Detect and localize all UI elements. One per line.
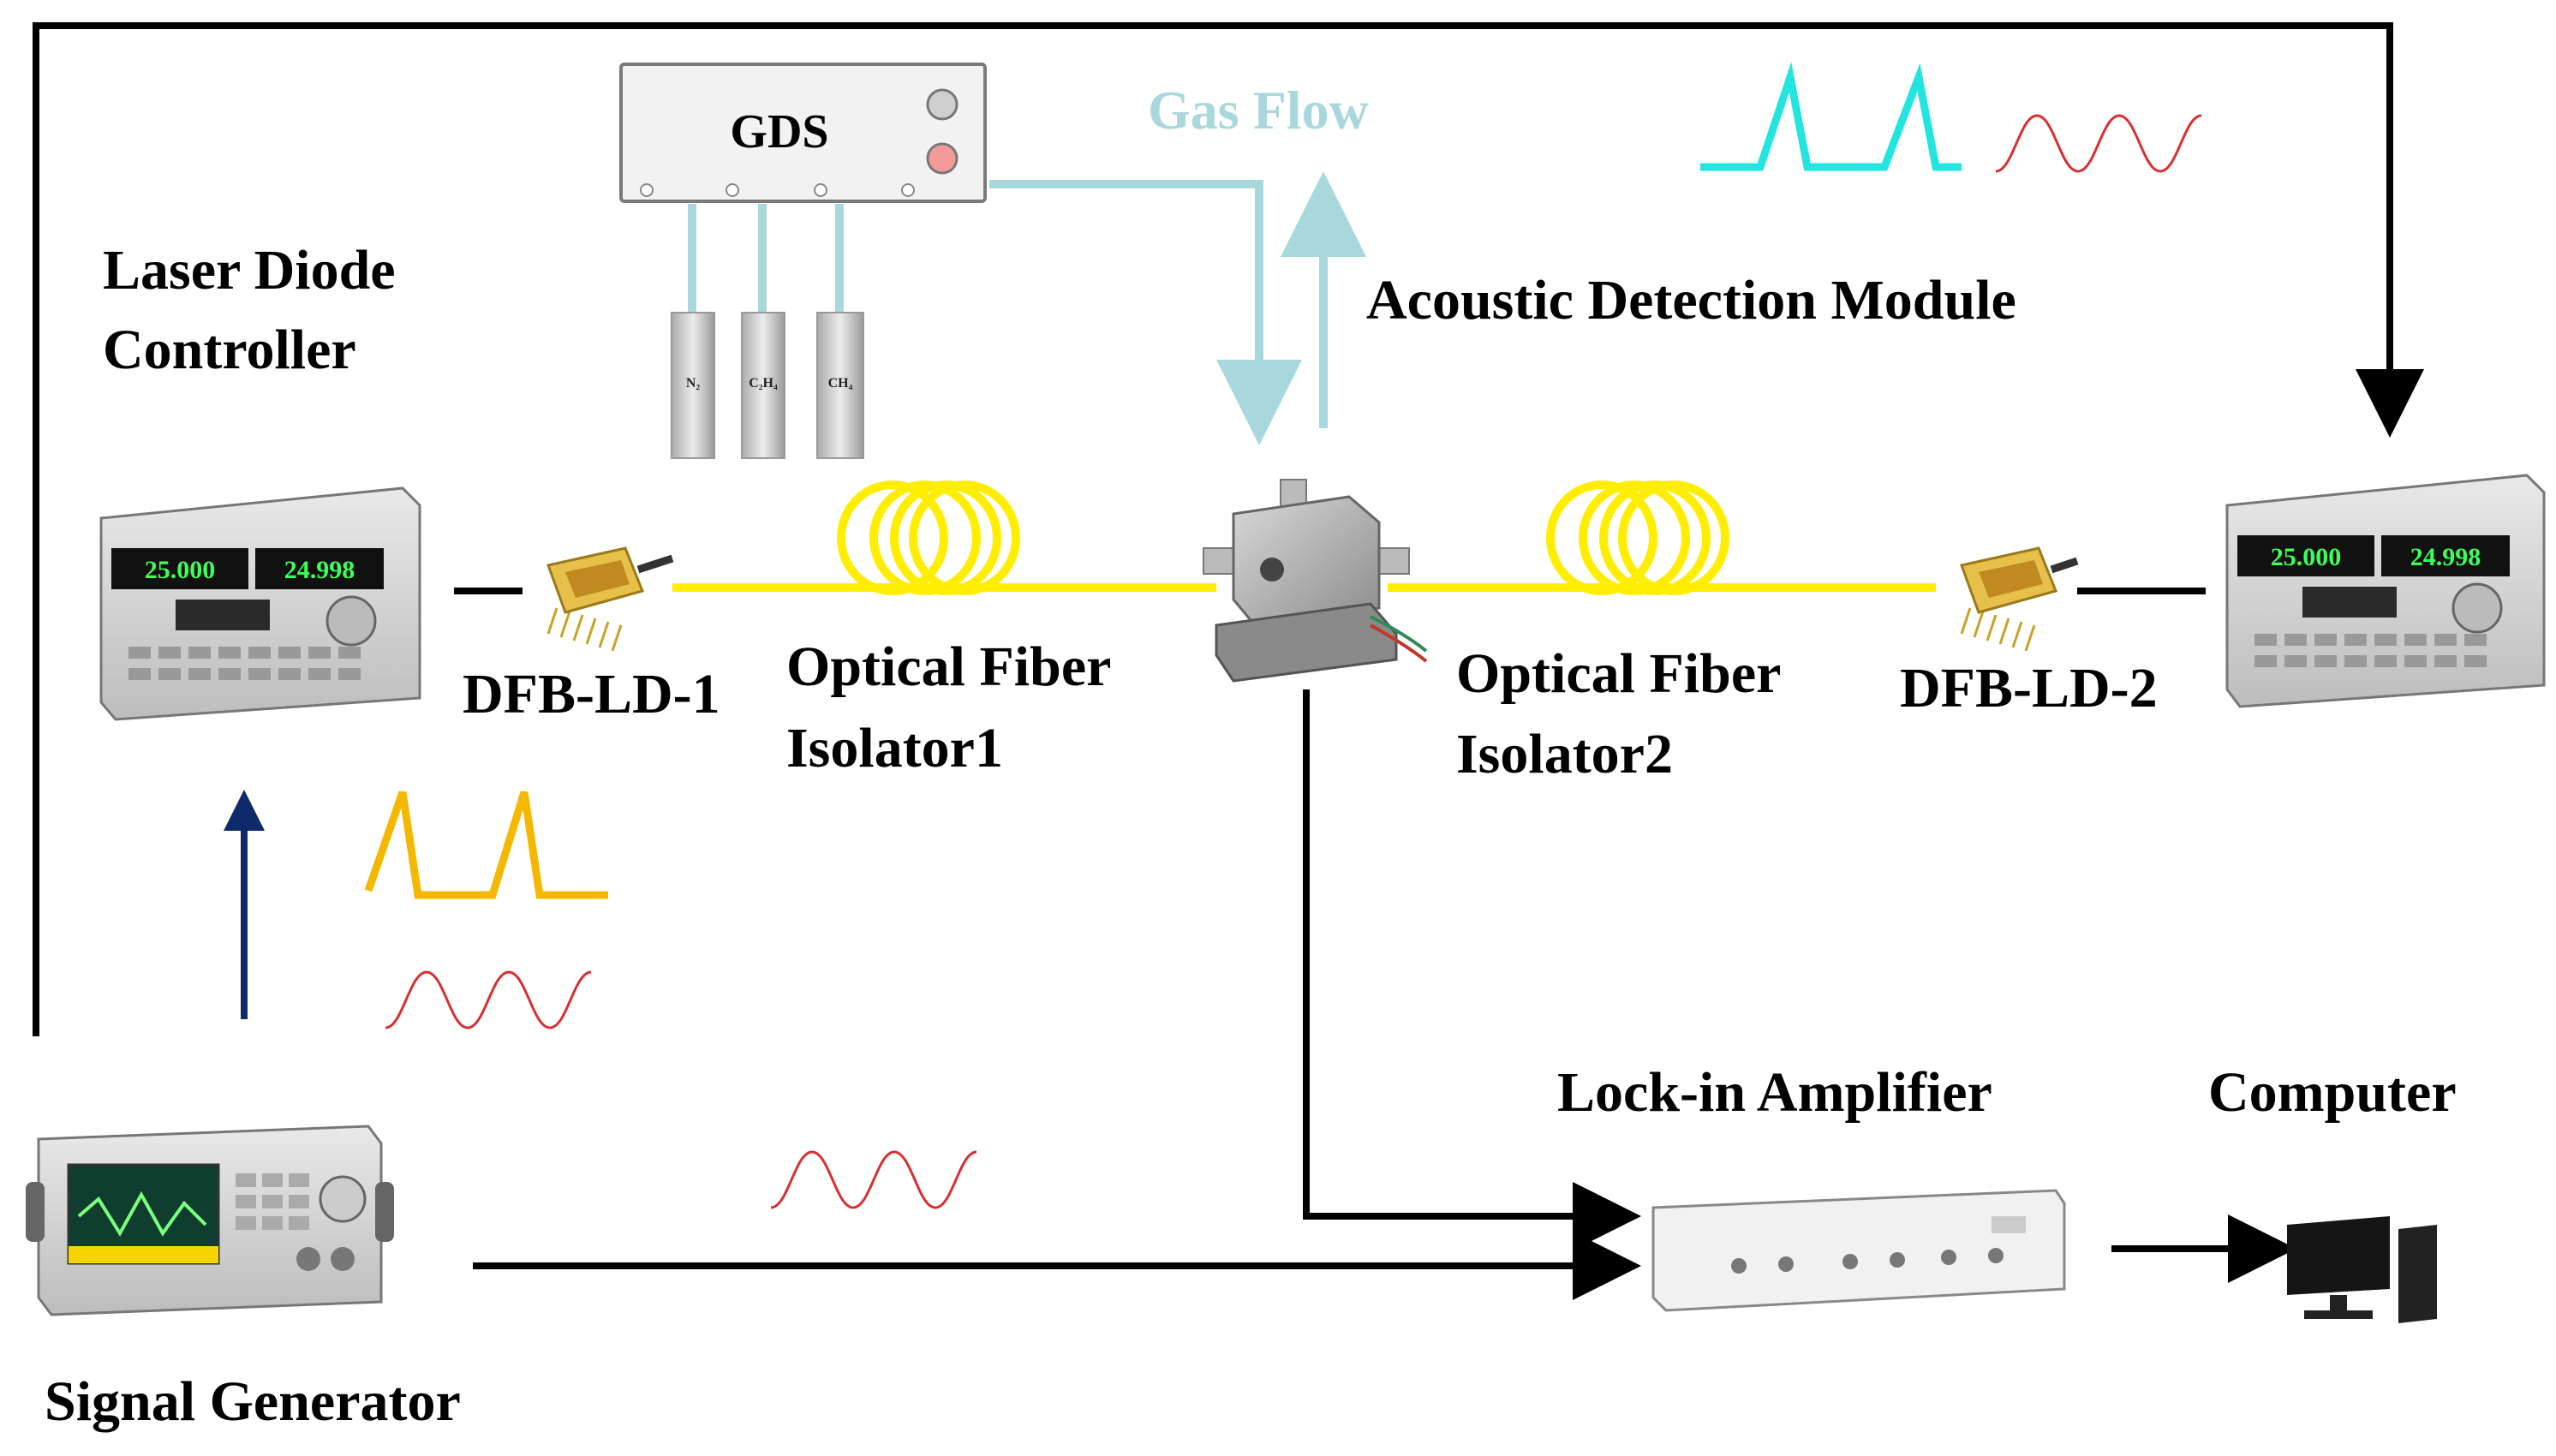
lock-in-amplifier-device bbox=[1651, 1189, 2066, 1312]
dfb-ld-2-device bbox=[1960, 546, 2079, 652]
gds-indicator-grey bbox=[926, 88, 958, 121]
svg-text:N₂: N₂ bbox=[686, 376, 701, 391]
laser-diode-controller-label-line2: Controller bbox=[103, 319, 356, 381]
sine-wave-center bbox=[770, 1150, 977, 1209]
optical-fiber-isolator1-label-line2: Isolator1 bbox=[786, 717, 1003, 779]
optical-fiber-isolator1-label-line1: Optical Fiber bbox=[786, 636, 1111, 698]
acoustic-detection-module-label: Acoustic Detection Module bbox=[1366, 269, 2016, 331]
gas-cylinders: N₂ C₂H₄ CH₄ bbox=[671, 312, 864, 459]
computer-label: Computer bbox=[2208, 1061, 2457, 1124]
black-connections bbox=[33, 22, 2424, 1300]
cyan-pulse-waveform bbox=[1700, 62, 1962, 171]
lock-in-amplifier-label: Lock-in Amplifier bbox=[1557, 1061, 1992, 1124]
sine-wave-top-right bbox=[1995, 114, 2202, 173]
top-loop-line bbox=[33, 22, 2424, 1036]
svg-text:24.998: 24.998 bbox=[284, 556, 355, 584]
cylinder-ch4: CH₄ bbox=[816, 312, 864, 459]
gas-flow-lines bbox=[688, 171, 1366, 445]
acoustic-detection-module-device bbox=[1203, 479, 1428, 683]
signal-generator-label: Signal Generator bbox=[45, 1370, 461, 1433]
yellow-pulse-waveform bbox=[364, 791, 608, 899]
computer-device bbox=[2287, 1216, 2437, 1323]
cylinder-c2h4: C₂H₄ bbox=[741, 312, 785, 459]
signal-generator-device bbox=[26, 1125, 394, 1316]
gds-box: GDS bbox=[619, 63, 987, 203]
svg-text:CH₄: CH₄ bbox=[828, 376, 853, 391]
gas-flow-label: Gas Flow bbox=[1148, 80, 1369, 140]
dfb-ld-1-device bbox=[546, 546, 674, 652]
laser-diode-controller-label-line1: Laser Diode bbox=[103, 239, 396, 301]
svg-text:24.998: 24.998 bbox=[2410, 543, 2481, 571]
gds-indicator-red bbox=[926, 142, 958, 175]
optical-fibers bbox=[672, 480, 1936, 595]
svg-text:C₂H₄: C₂H₄ bbox=[749, 376, 778, 391]
dfb-ld-1-label: DFB-LD-1 bbox=[463, 663, 720, 725]
optical-fiber-isolator2-label-line2: Isolator2 bbox=[1456, 723, 1673, 785]
sine-wave-left bbox=[385, 970, 592, 1029]
svg-text:25.000: 25.000 bbox=[2271, 543, 2342, 571]
dfb-ld-2-label: DFB-LD-2 bbox=[1900, 657, 2158, 719]
svg-text:25.000: 25.000 bbox=[145, 556, 216, 584]
gds-label: GDS bbox=[730, 105, 828, 158]
detector-to-lockin-line bbox=[1303, 689, 1641, 1250]
cylinder-n2: N₂ bbox=[671, 312, 715, 459]
laser-diode-controller-2: 25.000 24.998 bbox=[2225, 474, 2546, 708]
laser-diode-controller-1: 25.000 24.998 bbox=[99, 486, 421, 721]
optical-fiber-isolator2-label-line1: Optical Fiber bbox=[1456, 642, 1781, 705]
